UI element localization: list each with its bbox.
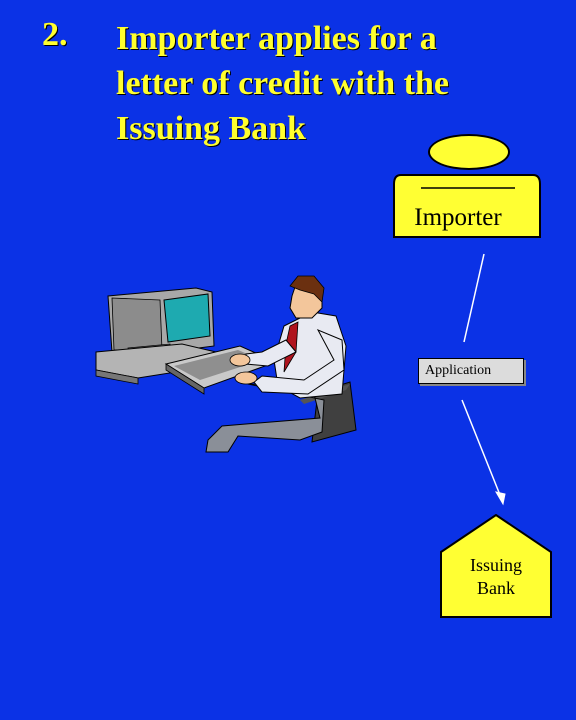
issuing-bank-label: Issuing Bank	[440, 554, 552, 600]
head-icon	[289, 275, 325, 319]
legs-icon	[205, 383, 325, 453]
importer-label: Importer	[414, 204, 502, 231]
arrowhead-icon	[494, 491, 506, 506]
issuing-bank-node: Issuing Bank	[440, 514, 552, 618]
application-to-bank-line	[461, 399, 503, 501]
title-line-1: Importer applies for a	[116, 20, 437, 57]
importer-body-shape	[393, 174, 541, 238]
bank-label-line-1: Issuing	[469, 555, 522, 575]
slide-title: Importer applies for a letter of credit …	[116, 16, 536, 151]
importer-node: Importer	[393, 174, 541, 238]
importer-head-shape	[428, 134, 510, 170]
title-line-3: Issuing Bank	[116, 110, 306, 147]
title-line-2: letter of credit with the	[116, 65, 449, 102]
bank-building-shape	[440, 514, 552, 618]
arm-icon	[229, 329, 345, 395]
application-document: Application	[418, 358, 524, 384]
bank-label-line-2: Bank	[477, 578, 515, 598]
step-number: 2.	[42, 16, 68, 53]
importer-to-application-line	[463, 253, 485, 343]
